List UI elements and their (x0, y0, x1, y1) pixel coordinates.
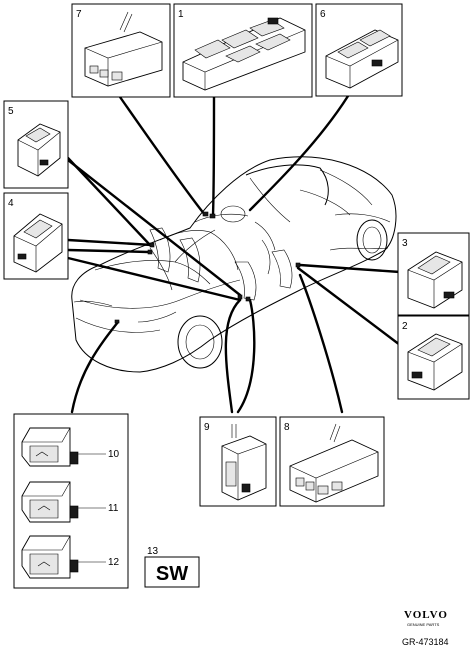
callout-10: 10 (108, 449, 120, 460)
volvo-logo-text: VOLVO (404, 609, 448, 621)
callout-1: 1 (178, 9, 184, 20)
genuine-parts-text: GENUINE PARTS (407, 622, 440, 627)
part-box-5: 5 (3, 100, 69, 189)
part-box-4: 4 (3, 192, 69, 280)
callout-11: 11 (108, 503, 119, 514)
callout-8: 8 (284, 422, 290, 433)
brand-block: VOLVO GENUINE PARTS GR-473184 (402, 609, 449, 647)
sw-label: SW (156, 563, 188, 585)
part-box-6: 6 (315, 3, 403, 97)
callout-7: 7 (76, 9, 82, 20)
part-box-13-sw: 13 SW (144, 546, 200, 588)
callout-6: 6 (320, 9, 326, 20)
part-box-2: 2 (397, 315, 470, 400)
part-box-3: 3 (397, 232, 470, 316)
callout-2: 2 (402, 321, 408, 332)
part-box-8: 8 (279, 416, 385, 507)
callout-4: 4 (8, 198, 14, 209)
reference-number: GR-473184 (402, 637, 449, 647)
part-box-7: 7 (71, 3, 171, 98)
callout-3: 3 (402, 238, 408, 249)
callout-9: 9 (204, 422, 210, 433)
car-convertible-illustration (71, 156, 397, 373)
part-box-1: 1 (173, 3, 313, 98)
leader-lines (66, 94, 402, 414)
part-box-9: 9 (199, 416, 277, 507)
callout-5: 5 (8, 106, 14, 117)
callout-12: 12 (108, 557, 120, 568)
callout-13: 13 (147, 546, 159, 557)
part-box-10-11-12: 10 11 12 (13, 413, 129, 589)
